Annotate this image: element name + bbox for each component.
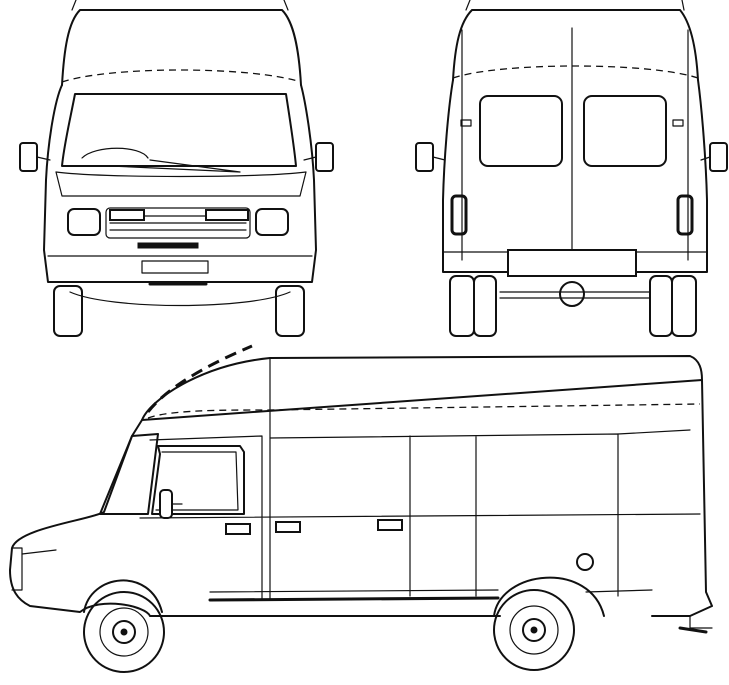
rear-right-taillight [676, 194, 694, 236]
rear-body [442, 79, 708, 273]
rear-door-frame [461, 29, 689, 261]
front-lamp [205, 209, 249, 221]
side-rear-arch [493, 576, 605, 617]
side-door-window [151, 445, 245, 515]
rear-left-mirror [415, 142, 434, 172]
front-vent [137, 242, 199, 249]
right-mirror [315, 142, 334, 172]
rear-axle [499, 291, 651, 299]
side-front-arch [83, 579, 163, 613]
rear-right-mirror-arm [700, 156, 711, 161]
rear-left-mirror-arm [432, 156, 446, 161]
front-hood [55, 171, 307, 197]
side-panel-handle [377, 519, 403, 531]
side-front-rim [99, 607, 149, 657]
side-windshield [99, 433, 159, 515]
rear-right-mirror [709, 142, 728, 172]
left-mirror-arm [36, 156, 51, 161]
front-axle [69, 291, 291, 307]
left-mirror [19, 142, 38, 172]
side-front-wheel [83, 591, 165, 673]
front-bumper [47, 255, 313, 283]
side-nose-line [21, 549, 57, 555]
rear-roof-crest [465, 0, 685, 11]
right-headlight [255, 208, 289, 236]
rear-right-window [583, 95, 667, 167]
side-roof-dashed-line [147, 403, 701, 419]
front-roof-dashed-line [61, 69, 302, 83]
side-cab-roof-dashed [146, 344, 253, 413]
fuel-cap [576, 553, 594, 571]
side-view [9, 344, 713, 673]
front-roof-crest [71, 0, 289, 11]
front-left-tyre [53, 285, 83, 337]
side-rub-strip [208, 596, 500, 602]
side-roof [141, 355, 703, 421]
front-grille [105, 207, 251, 239]
front-plate [141, 260, 209, 274]
rear-left-inner-tyre [473, 275, 497, 337]
front-badge [109, 209, 145, 221]
rear-left-taillight [450, 194, 468, 236]
front-view [19, 0, 334, 337]
rear-differential [559, 281, 585, 307]
driver-door-handle [225, 523, 251, 535]
rear-left-window [479, 95, 563, 167]
side-rear-rim [509, 605, 559, 655]
side-front-hub-cap [120, 628, 128, 636]
rear-roof [452, 9, 699, 81]
rear-left-hinge [460, 119, 472, 127]
rear-plate-recess [507, 249, 637, 277]
front-roof [61, 9, 302, 86]
front-windshield [61, 93, 297, 167]
sliding-door-handle [275, 521, 301, 533]
side-front-bumper [11, 547, 23, 591]
right-mirror-arm [303, 156, 317, 161]
side-mirror [159, 489, 173, 519]
side-door-outline [139, 435, 701, 601]
rear-right-hinge [672, 119, 684, 127]
rear-left-outer-tyre [449, 275, 475, 337]
side-rear-step [651, 605, 713, 629]
side-rear-hub-cap [530, 626, 538, 634]
rear-view [415, 0, 728, 337]
left-headlight [67, 208, 101, 236]
front-wiper-steering [81, 147, 241, 173]
side-rear-wheel [493, 589, 575, 671]
front-right-tyre [275, 285, 305, 337]
side-sill [209, 589, 653, 593]
rear-roof-dashed-line [452, 65, 699, 79]
side-exhaust [678, 626, 708, 634]
side-rear-panel-top [617, 429, 691, 435]
side-door-window-inner [155, 451, 239, 511]
rear-right-outer-tyre [671, 275, 697, 337]
front-body [43, 84, 317, 283]
rear-right-inner-tyre [649, 275, 673, 337]
